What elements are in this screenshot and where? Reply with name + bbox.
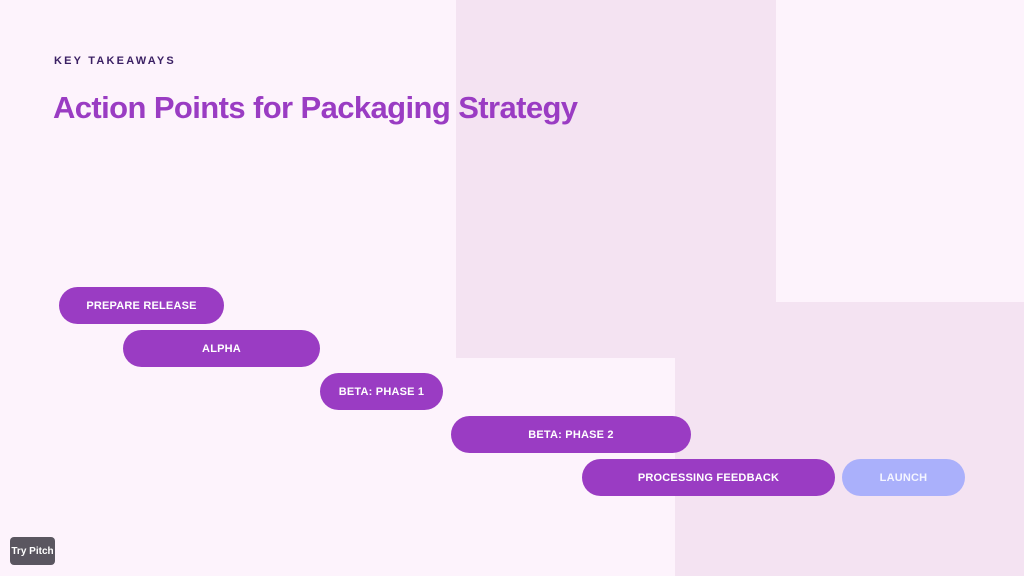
background-panel-cutout [776, 0, 1024, 302]
slide-eyebrow: KEY TAKEAWAYS [54, 55, 176, 67]
phase-alpha[interactable]: ALPHA [123, 330, 320, 367]
phase-prepare-release[interactable]: PREPARE RELEASE [59, 287, 224, 324]
phase-beta-phase-1[interactable]: BETA: PHASE 1 [320, 373, 443, 410]
phase-beta-phase-2[interactable]: BETA: PHASE 2 [451, 416, 691, 453]
background-panel-top [456, 0, 776, 358]
background-panel-bottom [675, 302, 1024, 576]
try-pitch-button[interactable]: Try Pitch [10, 537, 55, 565]
phase-launch[interactable]: LAUNCH [842, 459, 965, 496]
slide-title: Action Points for Packaging Strategy [53, 90, 578, 125]
phase-processing-feedback[interactable]: PROCESSING FEEDBACK [582, 459, 835, 496]
